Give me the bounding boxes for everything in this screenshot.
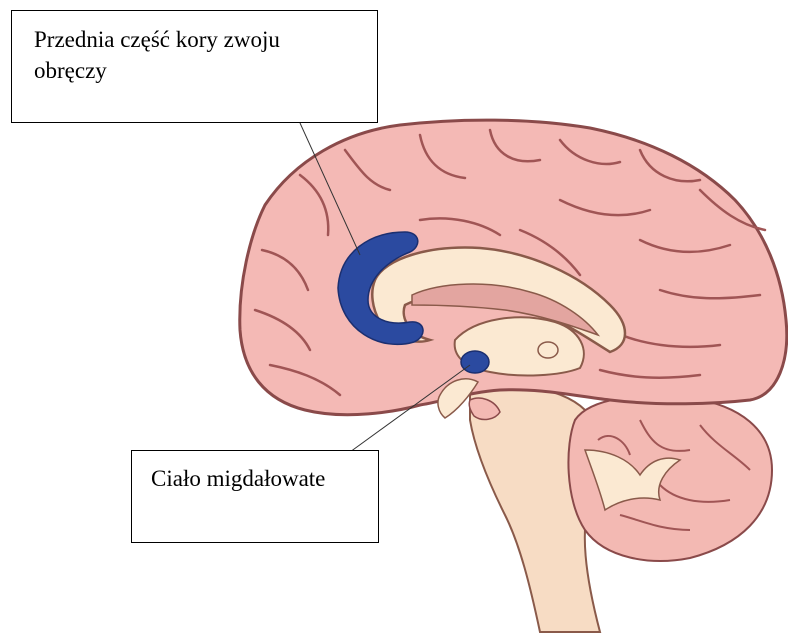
label-anterior-cingulate-text: Przednia część kory zwoju obręczy [34, 27, 280, 83]
amygdala-highlight [461, 351, 489, 373]
thalamic-nucleus [538, 342, 558, 358]
label-amygdala-text: Ciało migdałowate [151, 466, 325, 491]
label-amygdala-box: Ciało migdałowate [131, 450, 379, 543]
cerebellum [568, 396, 772, 561]
label-anterior-cingulate-box: Przednia część kory zwoju obręczy [11, 10, 378, 123]
